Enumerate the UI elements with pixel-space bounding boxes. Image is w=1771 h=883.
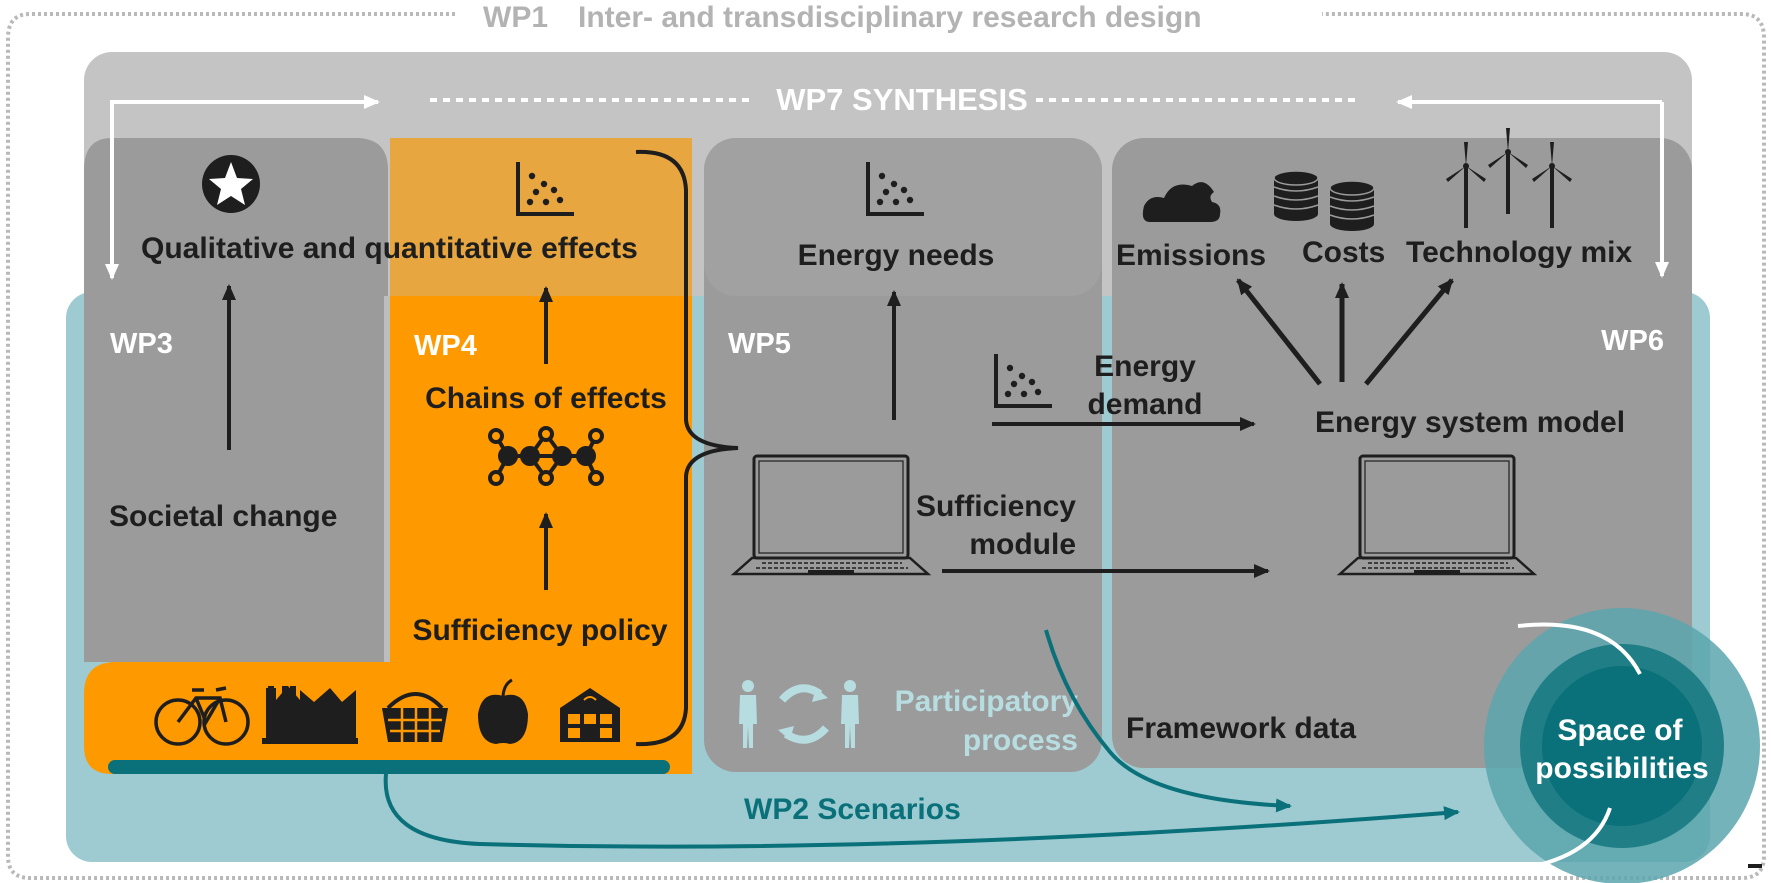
sufficiency-policy-label: Sufficiency policy — [412, 614, 667, 647]
chains-of-effects-label: Chains of effects — [425, 382, 667, 415]
wp5-top-overlay — [704, 138, 1102, 296]
wp3-divider — [384, 296, 390, 662]
wp6-column — [1112, 138, 1692, 768]
framework-data-label: Framework data — [1126, 712, 1356, 745]
wp1-number: WP1 — [483, 1, 548, 34]
wp4-brace — [635, 149, 739, 747]
apple-icon — [478, 678, 528, 744]
energy-demand-line1: Energy — [1094, 350, 1196, 383]
participatory-process-line1: Participatory — [895, 685, 1079, 718]
bicycle-icon — [154, 686, 250, 746]
impact-arrows — [1236, 278, 1454, 386]
participatory-process-line2: process — [963, 724, 1078, 757]
societal-change-label: Societal change — [109, 500, 337, 533]
technology-mix-label: Technology mix — [1406, 236, 1632, 269]
scenario-flow-arrow — [383, 773, 1460, 849]
corner-mark — [1748, 864, 1762, 868]
effects-label: Qualitative and quantitative effects — [141, 232, 638, 265]
factory-icon — [262, 686, 358, 744]
wp7-title: WP7 SYNTHESIS — [776, 82, 1028, 117]
sufficiency-module-line2: module — [969, 528, 1076, 561]
wp3-column — [84, 138, 388, 662]
people-cycle-icon — [739, 680, 859, 748]
sufficiency-module-line1: Sufficiency — [916, 490, 1076, 523]
space-line2: possibilities — [1535, 752, 1708, 785]
wp4-label: WP4 — [414, 330, 477, 362]
wp1-title: WP1 Inter- and transdisciplinary researc… — [483, 1, 1202, 34]
star-icon — [202, 155, 260, 213]
participatory-flow-arrow — [1044, 629, 1292, 813]
wp5-label: WP5 — [728, 328, 791, 360]
wp2-teal-bar — [108, 760, 670, 774]
energy-system-model-label: Energy system model — [1315, 406, 1625, 439]
emissions-label: Emissions — [1116, 239, 1266, 272]
wp2-scenarios-label: WP2 Scenarios — [744, 793, 961, 826]
wp1-title-text: Inter- and transdisciplinary research de… — [578, 1, 1202, 34]
molecule-network-icon — [488, 426, 604, 486]
wp4-top-rounded — [390, 138, 692, 296]
wp6-label: WP6 — [1601, 325, 1664, 357]
energy-demand-line2: demand — [1087, 388, 1202, 421]
space-of-possibilities: Space of possibilities — [1484, 608, 1760, 883]
cloud-icon — [1142, 182, 1221, 222]
space-line1: Space of — [1557, 714, 1683, 747]
basket-icon — [382, 692, 448, 742]
wp7-synthesis-flow — [105, 95, 1669, 280]
wp3-label: WP3 — [110, 328, 173, 360]
costs-label: Costs — [1302, 236, 1385, 269]
energy-needs-label: Energy needs — [798, 239, 995, 272]
house-icon — [560, 688, 620, 742]
